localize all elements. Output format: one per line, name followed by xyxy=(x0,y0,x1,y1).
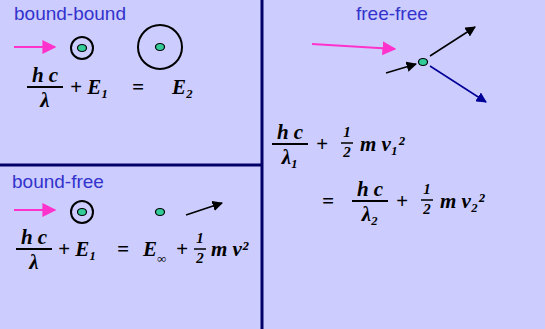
fraction-bar xyxy=(341,142,353,144)
fraction-denominator: 2 xyxy=(343,145,351,160)
fraction-numerator: h c xyxy=(32,65,58,86)
photon-arrow xyxy=(14,46,55,48)
equation-term: E xyxy=(143,239,157,260)
equation-sign: = xyxy=(132,77,144,98)
orbit xyxy=(138,25,182,69)
equation-sign: = xyxy=(117,239,129,260)
equation-sign: + xyxy=(396,191,408,212)
atom-dot xyxy=(156,209,165,216)
fraction-bar xyxy=(27,86,63,88)
electron-arrow xyxy=(430,66,486,102)
panel-title: free-free xyxy=(356,4,428,23)
atom-dot xyxy=(78,209,87,216)
fraction-bar xyxy=(272,143,308,145)
equation-term: + E₁ xyxy=(58,239,97,260)
fraction-numerator: 1 xyxy=(196,231,204,246)
fraction-denominator: λ xyxy=(29,252,38,273)
equation-term: m v₁² xyxy=(360,134,405,155)
fraction-bar xyxy=(421,199,433,201)
fraction-bar xyxy=(16,248,52,250)
equation-term: E₂ xyxy=(172,77,193,98)
panel-title: bound-bound xyxy=(14,4,126,23)
equation-sign: + xyxy=(176,239,188,260)
fraction-denominator: λ xyxy=(40,90,49,111)
electron-arrow xyxy=(386,64,416,73)
equation-sign: + xyxy=(316,134,328,155)
photon-arrow xyxy=(312,44,395,49)
atom-dot xyxy=(156,44,165,51)
fraction-denominator: 2 xyxy=(196,251,204,266)
fraction-denominator: λ₁ xyxy=(282,147,299,168)
ion-dot xyxy=(419,59,428,66)
photon-arrow xyxy=(14,209,55,211)
equation-term: m v₂² xyxy=(440,191,485,212)
equation-term: m v² xyxy=(211,239,248,260)
fraction-denominator: 2 xyxy=(423,202,431,217)
fraction-numerator: h c xyxy=(277,122,303,143)
fraction-numerator: h c xyxy=(21,227,47,248)
fraction-bar xyxy=(352,200,388,202)
electron-arrow xyxy=(186,203,222,215)
fraction-numerator: h c xyxy=(357,179,383,200)
atom-dot xyxy=(78,45,87,52)
photon-arrow xyxy=(430,27,475,56)
equation-term: + E₁ xyxy=(70,77,109,98)
fraction-numerator: 1 xyxy=(423,182,431,197)
equation-sign: = xyxy=(322,191,334,212)
orbit xyxy=(71,201,93,223)
divider xyxy=(0,164,262,167)
orbit xyxy=(71,37,93,59)
fraction-denominator: λ₂ xyxy=(362,204,379,225)
subscript: ∞ xyxy=(157,252,166,265)
fraction-numerator: 1 xyxy=(343,125,351,140)
fraction-bar xyxy=(194,248,206,250)
panel-title: bound-free xyxy=(12,172,104,191)
